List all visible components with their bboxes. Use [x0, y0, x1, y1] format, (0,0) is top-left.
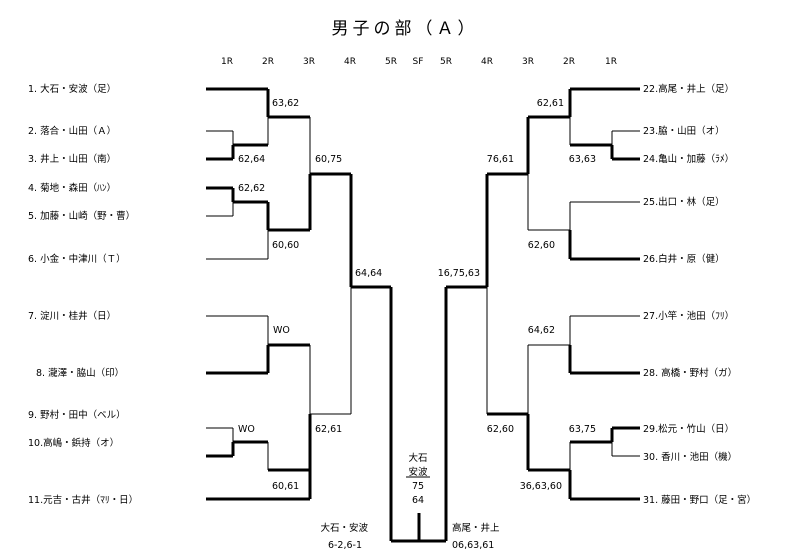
round-header-right-5r: 5R: [440, 57, 452, 67]
entry-2: 2. 落合・山田（Ａ）: [28, 125, 116, 137]
entry-23: 23.脇・山田（オ）: [643, 125, 725, 137]
final-score-line1: 75: [412, 481, 424, 492]
score-l-wo-a: WO: [273, 325, 290, 336]
entry-25: 25.出口・林（足）: [643, 196, 725, 208]
final-winner-line1: 大石: [408, 452, 427, 464]
final-result: 大石 安波 75 64 大石・安波 6-2,6-1 高尾・井上 06,63,61: [320, 452, 500, 551]
entry-4: 4. 菊地・森田（ﾊﾝ）: [28, 182, 116, 194]
score-r-1r-a: 63,63: [569, 154, 596, 165]
round-header-left-4r: 4R: [344, 57, 356, 67]
score-l-2r-c: 60,61: [272, 481, 299, 492]
score-r-2r-a: 62,61: [537, 98, 564, 109]
entry-28: 28. 高橋・野村（ガ）: [643, 367, 737, 379]
entry-31: 31. 藤田・野口（足・宮）: [643, 494, 756, 506]
left-bracket-lines: [206, 87, 393, 541]
round-header-right-4r: 4R: [481, 57, 493, 67]
score-l-2r-a: 63,62: [272, 98, 299, 109]
score-l-4r: 64,64: [355, 268, 382, 279]
score-l-3r-a: 60,75: [315, 154, 342, 165]
score-l-1r-a: 62,64: [238, 154, 265, 165]
entry-6: 6. 小金・中津川（Ｔ）: [28, 253, 126, 265]
bracket-title: 男子の部（Ａ）: [332, 19, 479, 39]
final-score-line2: 64: [412, 495, 424, 506]
entry-8: 8. 瀧澤・脇山（印）: [36, 367, 124, 379]
entry-11: 11.元吉・古井（ﾏﾘ・日）: [28, 494, 138, 506]
round-header-right-1r: 1R: [605, 57, 617, 67]
round-header-right-2r: 2R: [563, 57, 575, 67]
round-header-left-3r: 3R: [303, 57, 315, 67]
score-r-3r-b: 62,60: [487, 424, 514, 435]
round-header-right-3r: 3R: [522, 57, 534, 67]
score-l-2r-b: 60,60: [272, 240, 299, 251]
score-l-wo-b: WO: [238, 424, 255, 435]
round-header-left-1r: 1R: [221, 57, 233, 67]
score-r-1r-b: 63,75: [569, 424, 596, 435]
final-lines: [391, 513, 446, 543]
left-finalist-name: 大石・安波: [320, 522, 368, 534]
entry-10: 10.高嶋・鋲持（オ）: [28, 437, 119, 449]
entry-7: 7. 淀川・桂井（日）: [28, 310, 116, 322]
score-r-3r-a: 76,61: [487, 154, 514, 165]
entry-9: 9. 野村・田中（ベル）: [28, 409, 126, 421]
entry-5: 5. 加藤・山崎（野・曹）: [28, 210, 135, 222]
score-r-4r: 16,75,63: [438, 268, 480, 279]
entry-1: 1. 大石・安波（足）: [28, 83, 116, 95]
round-header-sf: SF: [413, 57, 424, 67]
entry-29: 29.松元・竹山（日）: [643, 423, 734, 435]
round-headers: 1R 2R 3R 4R 5R SF 5R 4R 3R 2R 1R: [221, 57, 617, 67]
right-entries: 22.高尾・井上（足） 23.脇・山田（オ） 24.亀山・加藤（ﾗﾒ） 25.出…: [643, 83, 756, 506]
entry-22: 22.高尾・井上（足）: [643, 83, 734, 95]
score-r-2r-c: 64,62: [528, 325, 555, 336]
entry-24: 24.亀山・加藤（ﾗﾒ）: [643, 153, 734, 165]
round-header-left-5r: 5R: [385, 57, 397, 67]
round-header-left-2r: 2R: [262, 57, 274, 67]
score-l-3r-b: 62,61: [315, 424, 342, 435]
score-r-2r-d: 36,63,60: [520, 481, 562, 492]
right-bracket-lines: [444, 87, 640, 541]
entry-27: 27.小竿・池田（ﾌﾘ）: [643, 310, 734, 322]
right-finalist-name: 高尾・井上: [452, 522, 500, 534]
left-scores: 63,62 62,64 60,75 62,62 60,60 64,64 WO W…: [238, 98, 382, 492]
left-entries: 1. 大石・安波（足） 2. 落合・山田（Ａ） 3. 井上・山田（南） 4. 菊…: [28, 83, 138, 506]
right-scores: 62,61 76,61 63,63 62,60 16,75,63 64,62 6…: [438, 98, 596, 492]
entry-26: 26.白井・原（健）: [643, 253, 725, 265]
right-finalist-score: 06,63,61: [452, 540, 494, 551]
score-r-2r-b: 62,60: [528, 240, 555, 251]
final-winner-line2: 安波: [408, 466, 428, 478]
score-l-1r-b: 62,62: [238, 183, 265, 194]
entry-3: 3. 井上・山田（南）: [28, 153, 116, 165]
left-finalist-score: 6-2,6-1: [328, 540, 362, 551]
entry-30: 30. 香川・池田（機）: [643, 451, 737, 463]
